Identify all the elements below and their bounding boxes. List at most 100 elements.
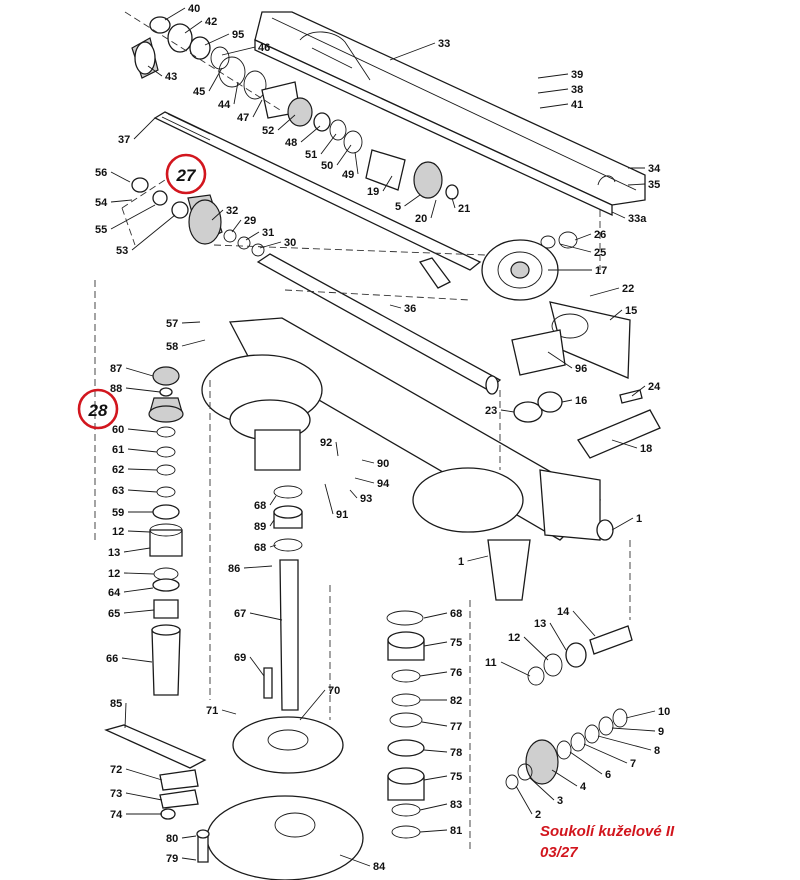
part-label-67: 67 bbox=[234, 608, 246, 620]
part-label-55: 55 bbox=[95, 224, 107, 236]
part-label-44: 44 bbox=[218, 99, 231, 111]
part-label-50: 50 bbox=[321, 160, 333, 172]
part-label-59: 59 bbox=[112, 507, 124, 519]
leader-line-67 bbox=[249, 612, 283, 621]
leader-line-80 bbox=[181, 835, 197, 839]
part-label-86: 86 bbox=[228, 563, 240, 575]
part-label-57: 57 bbox=[166, 318, 178, 330]
leader-line-5 bbox=[404, 194, 421, 207]
part-label-17: 17 bbox=[595, 265, 607, 277]
part-label-95: 95 bbox=[232, 29, 244, 41]
leader-line-35 bbox=[627, 183, 646, 186]
leader-line-25 bbox=[559, 243, 592, 253]
part-label-12: 12 bbox=[508, 632, 520, 644]
part-label-30: 30 bbox=[284, 237, 296, 249]
leader-line-68 bbox=[269, 544, 277, 548]
shaft-36 bbox=[256, 253, 502, 395]
leader-line-33 bbox=[389, 42, 436, 61]
part-label-72: 72 bbox=[110, 764, 122, 776]
leader-line-30 bbox=[259, 241, 282, 249]
part-label-75: 75 bbox=[450, 637, 462, 649]
leader-line-62 bbox=[127, 468, 158, 471]
leader-line-29 bbox=[231, 219, 242, 233]
part-label-71: 71 bbox=[206, 705, 218, 717]
leader-line-50 bbox=[336, 144, 352, 166]
leader-line-72 bbox=[125, 768, 163, 781]
part-label-31: 31 bbox=[262, 227, 274, 239]
leader-line-63 bbox=[127, 489, 158, 493]
leader-line-53 bbox=[131, 214, 176, 251]
part-label-26: 26 bbox=[594, 229, 606, 241]
leader-line-49 bbox=[354, 151, 359, 175]
leader-line-89 bbox=[269, 519, 275, 527]
part-label-51: 51 bbox=[305, 149, 317, 161]
leader-line-66 bbox=[121, 657, 153, 663]
leader-line-8 bbox=[597, 735, 652, 751]
part-label-70: 70 bbox=[328, 685, 340, 697]
part-label-85: 85 bbox=[110, 698, 122, 710]
part-number-labels: 1123456789101112121213131415161718192021… bbox=[95, 3, 670, 873]
part-label-34: 34 bbox=[648, 163, 661, 175]
leader-line-43 bbox=[147, 65, 163, 77]
leader-line-21 bbox=[451, 197, 456, 209]
leader-line-15 bbox=[609, 309, 623, 321]
leader-line-90 bbox=[361, 459, 375, 464]
leader-line-96 bbox=[547, 351, 573, 369]
leader-line-69 bbox=[249, 656, 265, 677]
diagram-caption: Soukolí kuželové II 03/27 bbox=[540, 821, 674, 863]
part-label-61: 61 bbox=[112, 444, 124, 456]
part-label-82: 82 bbox=[450, 695, 462, 707]
part-label-68: 68 bbox=[254, 500, 266, 512]
part-label-3: 3 bbox=[557, 795, 563, 807]
leader-line-91 bbox=[324, 483, 334, 515]
leader-line-3 bbox=[529, 777, 555, 801]
part-label-19: 19 bbox=[367, 186, 379, 198]
leader-line-65 bbox=[123, 609, 155, 614]
top-beam-33 bbox=[254, 11, 646, 217]
leader-line-4 bbox=[551, 769, 578, 787]
leader-line-12 bbox=[523, 636, 549, 661]
leader-line-61 bbox=[127, 448, 158, 453]
part-label-16: 16 bbox=[575, 395, 587, 407]
part-label-49: 49 bbox=[342, 169, 354, 181]
part-label-58: 58 bbox=[166, 341, 178, 353]
leader-line-75 bbox=[423, 775, 448, 781]
leader-line-76 bbox=[419, 671, 448, 677]
part-label-46: 46 bbox=[258, 42, 270, 54]
part-label-53: 53 bbox=[116, 245, 128, 257]
part-label-68: 68 bbox=[450, 608, 462, 620]
leader-line-46 bbox=[221, 46, 256, 56]
part-label-65: 65 bbox=[108, 608, 120, 620]
part-label-87: 87 bbox=[110, 363, 122, 375]
leader-line-92 bbox=[335, 441, 339, 457]
part-label-47: 47 bbox=[237, 112, 249, 124]
leader-line-37 bbox=[133, 117, 156, 140]
leader-line-36 bbox=[389, 304, 402, 309]
right-middle-stack bbox=[386, 610, 425, 839]
leader-line-85 bbox=[124, 702, 127, 729]
leader-line-22 bbox=[589, 287, 620, 297]
leader-line-81 bbox=[419, 829, 448, 833]
part-label-23: 23 bbox=[485, 405, 497, 417]
part-label-18: 18 bbox=[640, 443, 652, 455]
leader-line-75 bbox=[423, 641, 448, 647]
part-label-96: 96 bbox=[575, 363, 587, 375]
leader-line-16 bbox=[561, 399, 573, 403]
part-label-48: 48 bbox=[285, 137, 297, 149]
leader-line-42 bbox=[184, 20, 203, 34]
part-label-4: 4 bbox=[580, 781, 587, 793]
part-label-2: 2 bbox=[535, 809, 541, 821]
part-label-60: 60 bbox=[112, 424, 124, 436]
leader-line-71 bbox=[221, 709, 237, 715]
part-label-68: 68 bbox=[254, 542, 266, 554]
leader-line-78 bbox=[423, 749, 448, 753]
leader-line-52 bbox=[277, 114, 296, 131]
part-label-88: 88 bbox=[110, 383, 122, 395]
leader-line-26 bbox=[574, 233, 592, 241]
highlight-circle-27 bbox=[165, 153, 207, 195]
leader-line-54 bbox=[110, 199, 133, 203]
part-label-40: 40 bbox=[188, 3, 200, 15]
leader-line-2 bbox=[515, 785, 533, 815]
leader-line-47 bbox=[252, 99, 263, 118]
shaft-37 bbox=[153, 111, 482, 271]
